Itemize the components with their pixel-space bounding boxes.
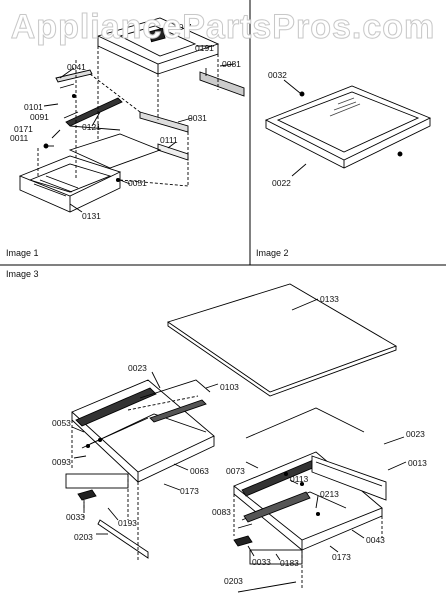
part-label: 0121: [82, 122, 101, 132]
part-label: 0191: [195, 43, 214, 53]
part-label: 0203: [224, 576, 243, 586]
part-label: 0193: [118, 518, 137, 528]
part-label: 0011: [10, 133, 29, 143]
part-label: 0032: [268, 70, 287, 80]
part-label: 0041: [67, 62, 86, 72]
part-label: 0101: [24, 102, 43, 112]
part-label: 0053: [52, 418, 71, 428]
image1-part-labels: 0191 0061 0081 0041 0101 0091 0121 0171 …: [6, 22, 241, 258]
image2-part-labels: 0032 0022 Image 2: [256, 70, 291, 258]
part-label: 0113: [290, 474, 309, 484]
panel-label: Image 3: [6, 269, 39, 279]
part-label: 0133: [320, 294, 339, 304]
part-label: 0023: [406, 429, 425, 439]
part-label: 0183: [280, 558, 299, 568]
part-label: 0073: [226, 466, 245, 476]
part-label: 0063: [190, 466, 209, 476]
part-label: 0173: [180, 486, 199, 496]
part-label: 0033: [66, 512, 85, 522]
part-label: 0103: [220, 382, 239, 392]
part-label: 0051: [128, 178, 147, 188]
part-label: 0173: [332, 552, 351, 562]
part-label: 0022: [272, 178, 291, 188]
part-label: 0213: [320, 489, 339, 499]
image2-drawing: [264, 79, 432, 177]
panel-label: Image 1: [6, 248, 39, 258]
part-label: 0131: [82, 211, 101, 221]
part-label: 0043: [366, 535, 385, 545]
part-label: 0033: [252, 557, 271, 567]
panel-borders: [0, 0, 446, 266]
part-label: 0013: [408, 458, 427, 468]
part-label: 0023: [128, 363, 147, 373]
part-label: 0111: [160, 135, 178, 145]
image1-drawing: [18, 17, 245, 213]
panel-label: Image 2: [256, 248, 289, 258]
part-label: 0083: [212, 507, 231, 517]
part-label: 0061: [174, 22, 193, 32]
part-label: 0203: [74, 532, 93, 542]
image3-part-labels: 0133 0023 0103 0053 0093 0063 0173 0033 …: [6, 269, 427, 586]
part-label: 0091: [30, 112, 49, 122]
watermark-logo: AppliancePartsPros.com: [10, 8, 436, 47]
part-label: 0093: [52, 457, 71, 467]
part-label: 0031: [188, 113, 207, 123]
part-label: 0171: [14, 124, 33, 134]
image3-drawing: [65, 283, 407, 593]
part-label: 0081: [222, 59, 241, 69]
